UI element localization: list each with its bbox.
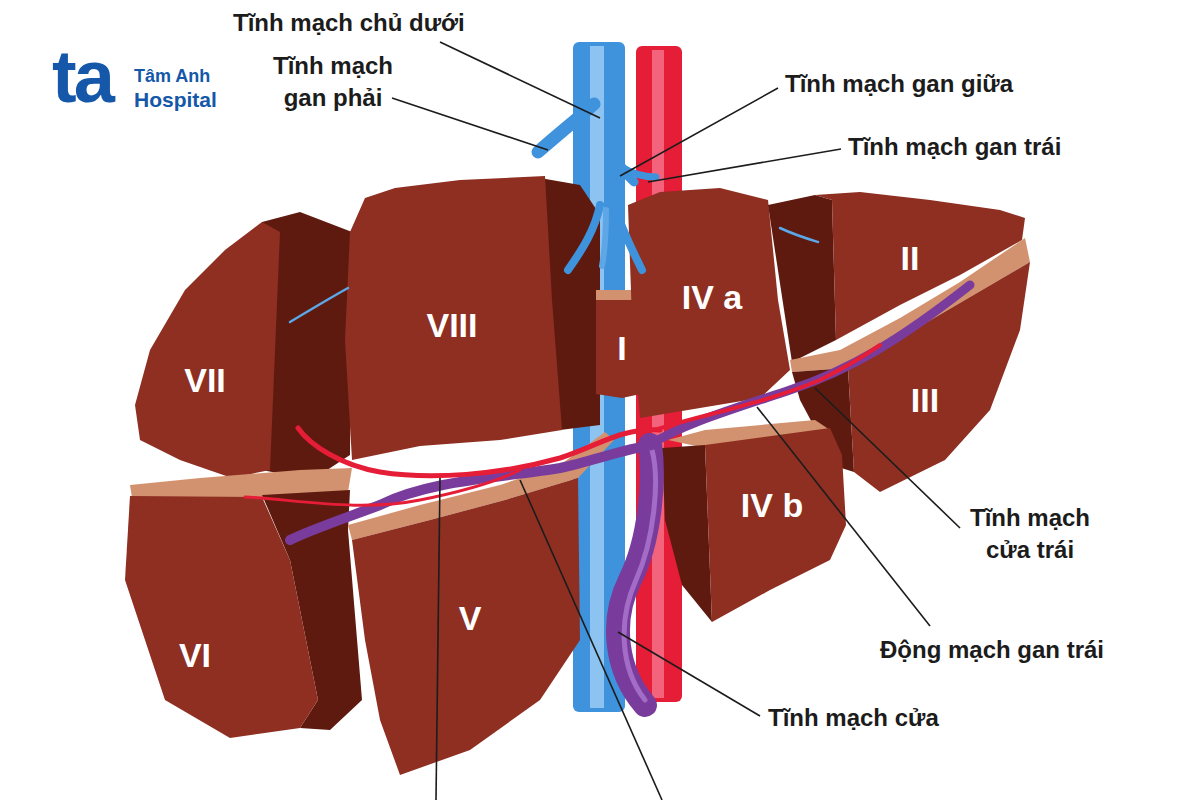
portal-vein-highlight <box>624 450 655 700</box>
liver-segment: IV b <box>660 418 848 624</box>
segment-number: IV a <box>682 280 742 314</box>
segment-face <box>705 428 846 622</box>
callout-label: Tĩnh mạch cửa trái <box>950 502 1110 566</box>
segment-number: II <box>901 241 920 275</box>
liver-segment: VII <box>133 210 354 482</box>
callout-label: Tĩnh mạch gan giữa <box>785 70 1013 99</box>
liver-segment: II <box>766 190 1027 364</box>
logo-text: ta <box>52 40 112 114</box>
callout-holder: Tĩnh mạch gan phải <box>258 50 408 114</box>
left-hepatic-vein <box>620 166 656 177</box>
segment-face <box>135 222 280 478</box>
leader-line <box>618 632 760 716</box>
liver-segment: VI <box>123 466 364 740</box>
callout-holder: Hospital <box>134 87 217 112</box>
callout-holder: ta <box>52 40 112 114</box>
logo-text: Tâm Anh <box>134 66 210 88</box>
segment-face <box>768 195 836 362</box>
callout-label: Tĩnh mạch gan phải <box>258 50 408 114</box>
segment-number: VI <box>179 638 211 672</box>
segment-shape <box>766 190 1027 364</box>
right-hepatic-vein <box>538 104 594 152</box>
portal-vein <box>618 445 652 705</box>
segment-face <box>125 496 318 738</box>
logo-text: Hospital <box>134 87 217 112</box>
leader-line <box>392 98 548 150</box>
hepatic-vein-branch <box>602 210 606 266</box>
segment-face <box>662 445 712 622</box>
middle-hepatic-vein <box>612 148 634 182</box>
segment-face <box>628 188 790 418</box>
callout-holder: Tĩnh mạch gan giữa <box>785 70 1013 99</box>
segment-face <box>345 176 562 460</box>
segment-number: V <box>459 601 482 635</box>
callout-holder: Tâm Anh <box>134 66 210 88</box>
segment-face <box>352 478 580 775</box>
segment-number: VIII <box>426 308 477 342</box>
callout-label: Động mạch gan trái <box>880 636 1104 665</box>
leader-line <box>620 88 778 176</box>
segment-face <box>848 262 1030 492</box>
callout-holder: Tĩnh mạch chủ dưới <box>233 9 465 38</box>
segment-shape <box>123 466 364 740</box>
liver-segment: V <box>346 430 616 777</box>
callout-holder: Tĩnh mạch cửa trái <box>950 502 1110 566</box>
callout-label: Tĩnh mạch gan trái <box>848 133 1061 162</box>
callout-holder: Tĩnh mạch gan trái <box>848 133 1061 162</box>
segment-number: III <box>911 383 939 417</box>
liver-segment: I <box>594 288 652 400</box>
callout-label: Tĩnh mạch chủ dưới <box>233 9 465 38</box>
callout-holder: Động mạch gan trái <box>880 636 1104 665</box>
leader-line <box>440 42 600 118</box>
callout-label: Tĩnh mạch cửa <box>768 704 939 733</box>
segment-number: I <box>617 331 626 365</box>
liver-segment: VIII <box>343 174 602 462</box>
segment-number: IV b <box>741 488 803 522</box>
segment-number: VII <box>184 363 226 397</box>
segment-shape <box>133 210 354 482</box>
liver-segment: IV a <box>626 186 792 420</box>
callout-holder: Tĩnh mạch cửa <box>768 704 939 733</box>
leader-line <box>648 149 841 182</box>
